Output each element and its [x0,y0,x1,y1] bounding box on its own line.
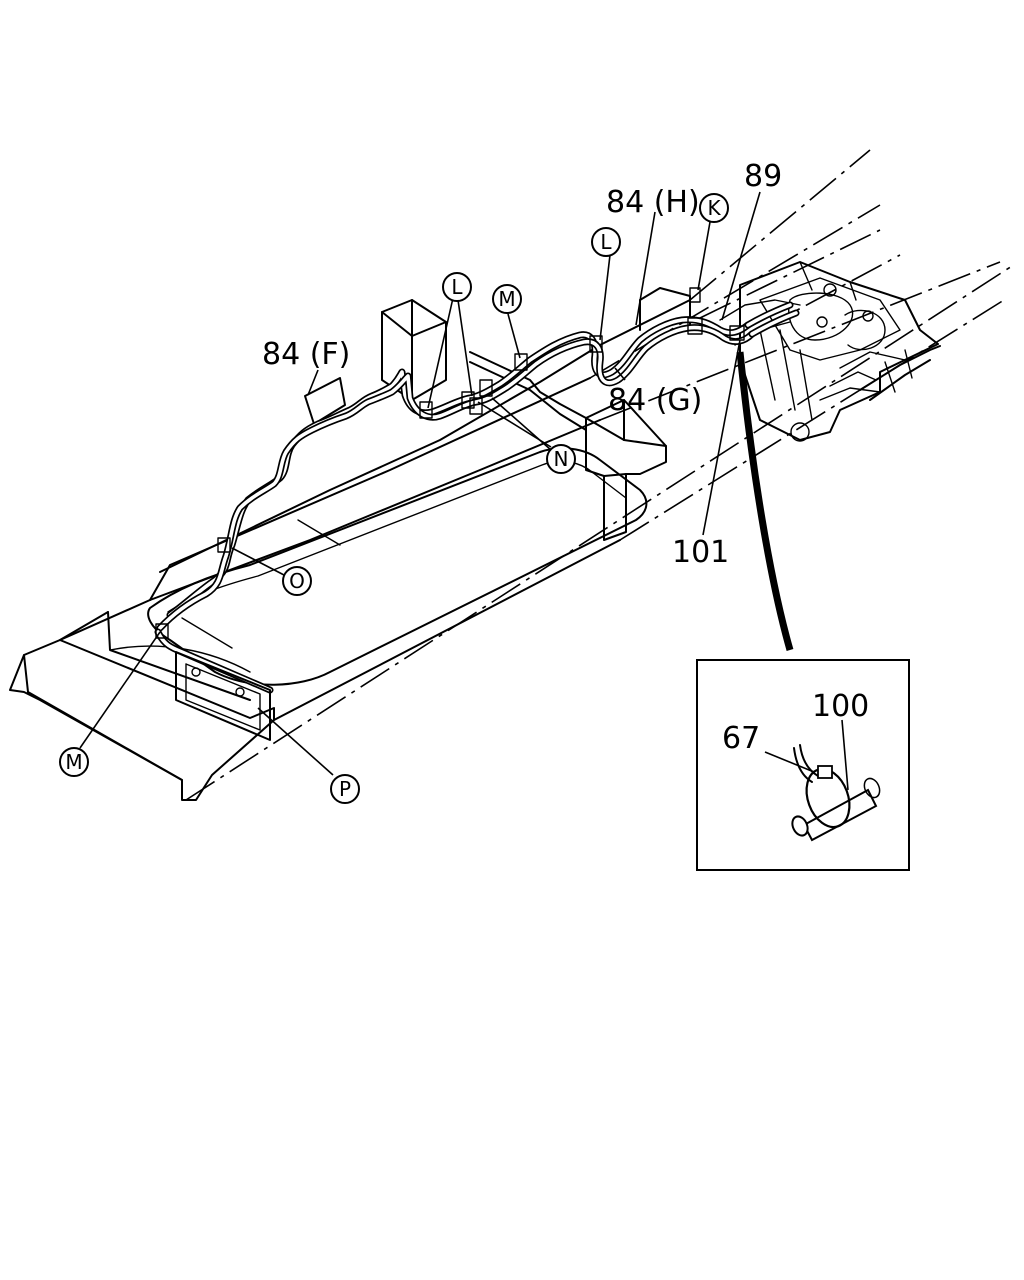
circle-n: N [546,444,576,474]
callout-84g: 84 (G) [608,383,702,418]
vehicle-frame [9,149,1013,801]
svg-text:M: M [65,750,82,774]
callout-67: 67 [722,721,760,756]
leader-lines [79,191,794,776]
svg-text:P: P [339,777,351,801]
svg-text:L: L [600,230,612,254]
callout-100: 100 [812,689,869,724]
svg-text:L: L [451,275,463,299]
engine-assembly [719,261,941,442]
circle-l-top: L [591,227,621,257]
svg-text:N: N [554,447,569,471]
callout-89: 89 [744,159,782,194]
circle-o: O [282,566,312,596]
circled-letters: K L L M N O M P [59,193,729,804]
callout-labels: 84 (F) 84 (H) 84 (G) 89 101 100 67 [262,159,869,756]
circle-l-mid: L [442,272,472,302]
detail-inset [696,659,910,871]
circle-p: P [330,774,360,804]
callout-84f: 84 (F) [262,337,350,372]
svg-text:K: K [707,196,721,220]
fuel-pipes [154,301,800,694]
svg-text:M: M [498,287,515,311]
callout-101: 101 [672,535,729,570]
svg-text:O: O [289,569,305,593]
circle-m-bottom: M [59,747,89,777]
circle-m-top: M [492,284,522,314]
pipe-clips [155,287,745,741]
circle-k: K [699,193,729,223]
callout-84h: 84 (H) [606,185,700,220]
